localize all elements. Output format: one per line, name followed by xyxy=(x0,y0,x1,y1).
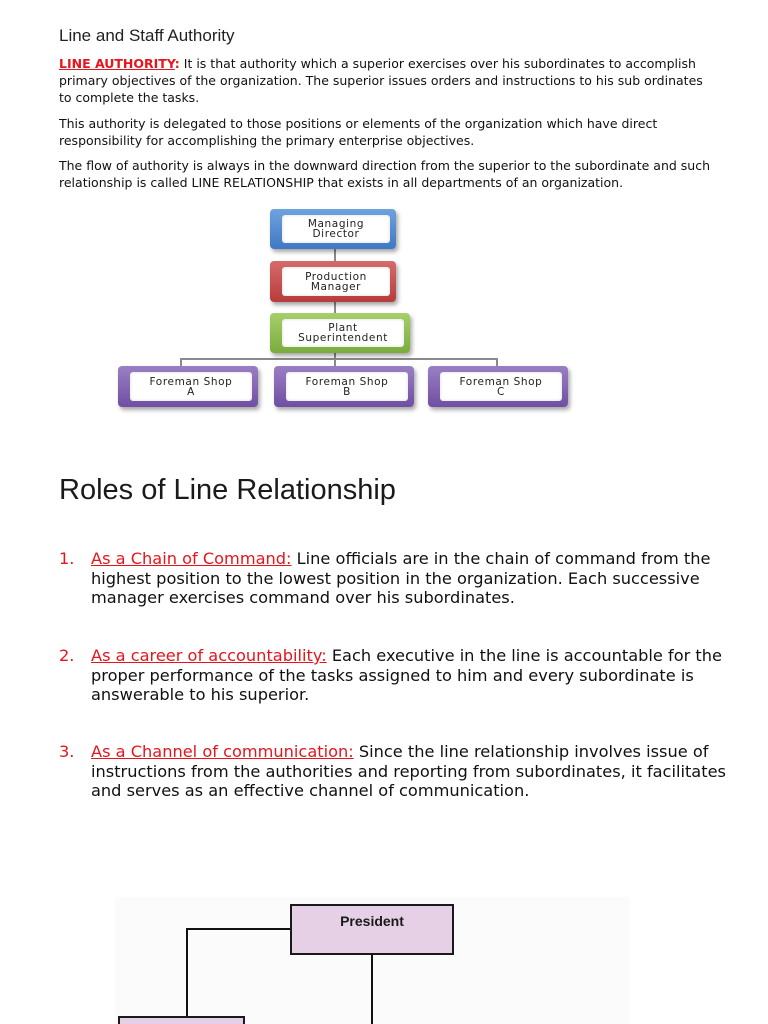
role-number: 1. xyxy=(59,549,75,568)
role-item: 3. As a Channel of communication: Since … xyxy=(59,742,729,801)
role-description: Since the line relationship involves iss… xyxy=(91,742,726,801)
foreman-b-line1: Foreman Shop xyxy=(305,375,389,388)
connector-bus-a xyxy=(180,358,182,368)
flow-paragraph: The flow of authority is always in the d… xyxy=(59,158,711,190)
role-description: Line officials are in the chain of comma… xyxy=(91,549,711,608)
foreman-a-line1: Foreman Shop xyxy=(149,375,233,388)
page-subtitle: Line and Staff Authority xyxy=(59,26,235,45)
role-term: As a career of accountability: xyxy=(91,646,327,665)
connector-bus-c xyxy=(496,358,498,368)
managing-director-line2: Director xyxy=(312,228,360,240)
connector-md-pm xyxy=(334,248,336,262)
plant-superintendent-line2: Superintendent xyxy=(298,332,388,344)
foreman-a-line2: A xyxy=(187,385,195,398)
foreman-c-line2: C xyxy=(497,385,505,398)
role-term: As a Chain of Command: xyxy=(91,549,292,568)
production-manager-line2: Manager xyxy=(310,280,362,293)
president-box: President xyxy=(290,904,454,955)
connector-bus xyxy=(180,358,498,360)
plant-superintendent-line1: Plant xyxy=(328,322,358,334)
role-term: As a Channel of communication: xyxy=(91,742,354,761)
box-production-manager: Production Manager xyxy=(270,261,396,302)
connector-ps-bus xyxy=(334,352,336,360)
managing-director-line1: Managing xyxy=(307,218,365,230)
role-item: 1. As a Chain of Command: Line officials… xyxy=(59,549,729,608)
role-item: 2. As a career of accountability: Each e… xyxy=(59,646,729,705)
role-number: 2. xyxy=(59,646,75,665)
connector-pm-ps xyxy=(334,301,336,315)
box-foreman-shop-a: Foreman Shop A xyxy=(118,366,258,407)
role-number: 3. xyxy=(59,742,75,761)
box-managing-director: Managing Director xyxy=(270,209,396,249)
role-description: Each executive in the line is accountabl… xyxy=(91,646,722,705)
production-manager-line1: Production xyxy=(305,270,367,283)
connector-bus-b xyxy=(334,358,336,368)
connector-center-vertical xyxy=(371,954,373,1024)
line-org-chart: Managing Director Production Manager Pla… xyxy=(110,200,580,420)
delegation-paragraph: This authority is delegated to those pos… xyxy=(59,116,658,148)
box-plant-superintendent: Plant Superintendent xyxy=(270,313,410,353)
line-authority-text: It is that authority which a superior ex… xyxy=(59,56,703,105)
box-foreman-shop-b: Foreman Shop B xyxy=(274,366,414,407)
line-authority-paragraph: LINE AUTHORITY: It is that authority whi… xyxy=(59,55,719,106)
foreman-b-line2: B xyxy=(343,385,351,398)
connector-left-horizontal xyxy=(186,928,291,930)
connector-left-vertical xyxy=(186,928,188,1018)
line-authority-term: LINE AUTHORITY xyxy=(59,56,175,71)
line-authority-colon: : xyxy=(174,56,180,71)
foreman-c-line1: Foreman Shop xyxy=(459,375,543,388)
box-foreman-shop-c: Foreman Shop C xyxy=(428,366,568,407)
subordinate-box xyxy=(118,1016,245,1024)
roles-heading: Roles of Line Relationship xyxy=(59,474,396,506)
